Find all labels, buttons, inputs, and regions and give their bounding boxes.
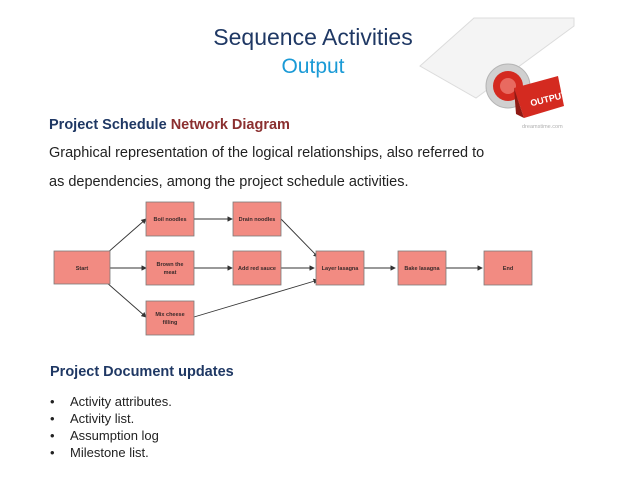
bullet-icon: • <box>50 394 55 409</box>
node-brown-meat: Brown the meat <box>145 250 195 286</box>
bullet-icon: • <box>50 428 55 443</box>
node-boil-noodles: Boil noodles <box>145 201 195 237</box>
node-drain-noodles-label: Drain noodles <box>239 217 276 223</box>
node-start: Start <box>53 250 111 285</box>
list-item-text: Assumption log <box>70 428 159 443</box>
node-mix-cheese-label-2: filling <box>163 320 178 326</box>
bullet-icon: • <box>50 445 55 460</box>
heading-part-schedule: Project Schedule <box>49 117 167 133</box>
description-line-2: as dependencies, among the project sched… <box>49 174 409 190</box>
list-item-text: Activity list. <box>70 411 135 426</box>
slide-title: Sequence Activities <box>213 24 413 50</box>
node-brown-meat-label-2: meat <box>164 270 177 276</box>
node-bake-lasagna: Bake lasagna <box>397 250 447 286</box>
list-item-text: Milestone list. <box>70 445 149 460</box>
slide-subtitle: Output <box>281 55 345 78</box>
arrow-drain-layer <box>280 218 319 258</box>
arrow-mix-layer <box>193 278 319 318</box>
node-mix-cheese: Mix cheese filling <box>145 300 195 336</box>
list-item: • Activity list. <box>50 410 172 427</box>
node-end: End <box>483 250 533 286</box>
network-diagram: Start Boil noodles Drain noodles Brown t… <box>53 201 533 336</box>
document-updates-list: • Activity attributes. • Activity list. • A… <box>50 393 172 461</box>
heading-part-network: Network Diagram <box>170 117 290 133</box>
network-diagram-heading: Project Schedule Network Diagram <box>49 117 290 133</box>
node-mix-cheese-label-1: Mix cheese <box>155 312 184 318</box>
list-item: • Milestone list. <box>50 444 172 461</box>
list-item-text: Activity attributes. <box>70 394 172 409</box>
document-updates-heading: Project Document updates <box>50 364 234 380</box>
node-boil-noodles-label: Boil noodles <box>154 217 187 223</box>
node-bake-lasagna-label: Bake lasagna <box>404 266 440 272</box>
node-add-red-sauce-label: Add red sauce <box>238 266 276 272</box>
node-brown-meat-label-1: Brown the <box>157 262 184 268</box>
node-layer-lasagna: Layer lasagna <box>315 250 365 286</box>
node-add-red-sauce: Add red sauce <box>232 250 282 286</box>
output-stamp-graphic: OUTPUT dreamstime.com <box>419 17 575 130</box>
description-line-1: Graphical representation of the logical … <box>49 145 485 161</box>
node-layer-lasagna-label: Layer lasagna <box>322 266 360 272</box>
node-start-label: Start <box>76 266 89 272</box>
list-item: • Assumption log <box>50 427 172 444</box>
node-end-label: End <box>503 266 513 272</box>
node-drain-noodles: Drain noodles <box>232 201 282 237</box>
image-credit: dreamstime.com <box>522 124 563 130</box>
list-item: • Activity attributes. <box>50 393 172 410</box>
bullet-icon: • <box>50 411 55 426</box>
